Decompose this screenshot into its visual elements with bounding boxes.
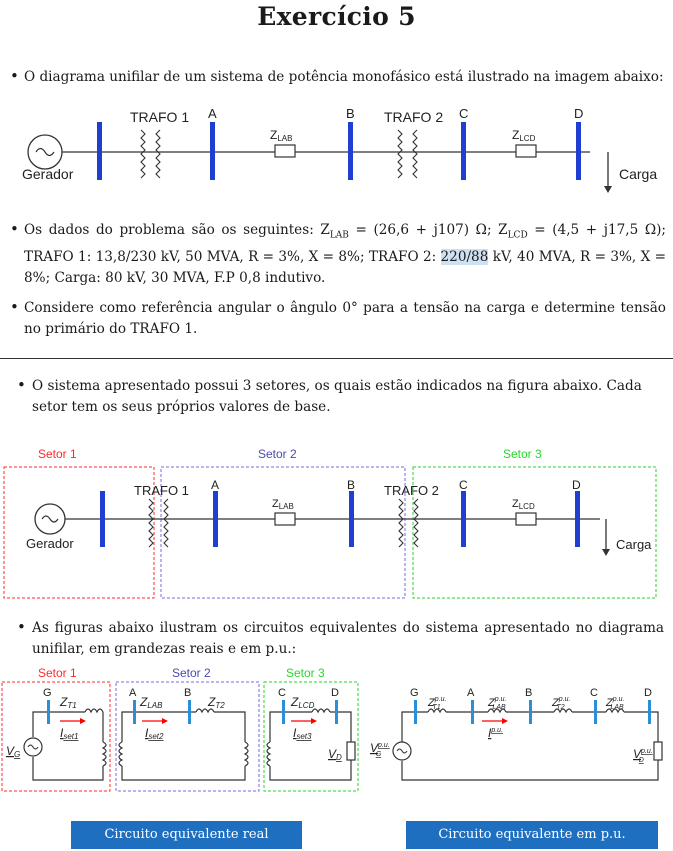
bus-d-label: D — [574, 106, 583, 121]
generator-label: Gerador — [26, 536, 74, 551]
trafo-1-primary — [140, 129, 146, 179]
bus-c-label: C — [459, 106, 468, 121]
svg-text:Zp.u.LAB: Zp.u.LAB — [605, 696, 624, 711]
bullet: • — [17, 618, 26, 636]
svg-text:Iset2: Iset2 — [145, 726, 164, 741]
divider — [0, 358, 673, 359]
bus-b-label: B — [347, 478, 355, 492]
real-circuit-button[interactable]: Circuito equivalente real — [71, 821, 302, 849]
bullet: • — [10, 220, 19, 238]
svg-text:ZT2: ZT2 — [207, 695, 225, 710]
svg-text:Ip.u.: Ip.u. — [488, 726, 503, 740]
svg-text:G: G — [410, 687, 419, 699]
paragraph-4: O sistema apresentado possui 3 setores, … — [32, 378, 642, 415]
bus-c — [461, 122, 466, 180]
bus-a — [210, 122, 215, 180]
svg-text:Iset3: Iset3 — [293, 726, 312, 741]
zlcd-resistor — [515, 144, 537, 158]
svg-text:A: A — [129, 687, 137, 699]
bullet: • — [17, 376, 26, 394]
load-label: Carga — [619, 166, 657, 182]
sector-1-box — [3, 466, 155, 599]
sector-3-box — [412, 466, 657, 599]
svg-text:ZT1: ZT1 — [59, 695, 77, 710]
load-label: Carga — [616, 537, 652, 552]
svg-text:D: D — [644, 687, 652, 699]
real-sector-1-box — [1, 681, 111, 792]
svg-text:VG: VG — [6, 744, 20, 759]
svg-text:A: A — [467, 687, 475, 699]
trafo-2-primary — [397, 129, 403, 179]
svg-text:Zp.u.T2: Zp.u.T2 — [551, 696, 570, 711]
sector-1-label: Setor 1 — [38, 666, 77, 680]
sector-2-box — [160, 466, 406, 599]
paragraph-3: Considere como referência angular o ângu… — [24, 300, 666, 337]
trafo-1-label: TRAFO 1 — [134, 483, 189, 498]
equivalent-circuits: Setor 1 Setor 2 Setor 3 G ZT1 Iset1 VG A… — [1, 666, 663, 792]
bus-d — [576, 122, 581, 180]
bullet: • — [10, 298, 19, 316]
svg-text:Vp.u.G: Vp.u.G — [370, 741, 390, 758]
trafo-2-label: TRAFO 2 — [384, 483, 439, 498]
pu-circuit-button[interactable]: Circuito equivalente em p.u. — [406, 821, 658, 849]
bus-d — [575, 491, 580, 547]
bus-b-label: B — [346, 106, 355, 121]
highlighted-text: 220/88 — [440, 248, 489, 265]
zlab-label: ZLAB — [272, 498, 294, 511]
sector-3-label: Setor 3 — [503, 447, 542, 461]
bus-b — [349, 491, 354, 547]
bus-a-label: A — [208, 106, 217, 121]
bus-g — [97, 122, 102, 180]
bus-c — [461, 491, 466, 547]
generator-label: Gerador — [22, 166, 74, 182]
trafo-2-label: TRAFO 2 — [384, 109, 443, 125]
bus-a — [213, 491, 218, 547]
sector-2-label: Setor 2 — [258, 447, 297, 461]
svg-text:Iset1: Iset1 — [60, 726, 78, 741]
svg-text:Zp.u.LAB: Zp.u.LAB — [487, 696, 506, 711]
sector-diagram: Setor 1 Setor 2 Setor 3 Gerador TRAFO 1 … — [3, 447, 657, 599]
load-arrow — [602, 549, 610, 556]
bus-c-label: C — [459, 478, 468, 492]
page-title: Exercício 5 — [257, 2, 416, 31]
svg-text:B: B — [184, 687, 191, 699]
paragraph-1: O diagrama unifilar de um sistema de pot… — [24, 69, 664, 85]
trafo-1-label: TRAFO 1 — [130, 109, 189, 125]
svg-text:G: G — [43, 687, 52, 699]
svg-text:VD: VD — [328, 747, 342, 762]
bus-g — [100, 491, 105, 547]
trafo-2-secondary — [412, 129, 418, 179]
real-sector-3-box — [263, 681, 359, 792]
bus-b — [348, 122, 353, 180]
bus-d-label: D — [572, 478, 581, 492]
sector-1-label: Setor 1 — [38, 447, 77, 461]
sector-2-label: Setor 2 — [172, 666, 211, 680]
zlcd-label: ZLCD — [512, 498, 535, 511]
bus-a-label: A — [211, 478, 219, 492]
svg-text:ZLCD: ZLCD — [290, 695, 315, 710]
svg-text:B: B — [525, 687, 532, 699]
zlab-label: ZLAB — [270, 128, 292, 143]
paragraph-2: Os dados do problema são os seguintes: Z… — [24, 222, 666, 286]
svg-text:ZLAB: ZLAB — [139, 695, 163, 710]
trafo-1-secondary — [155, 129, 161, 179]
svg-text:Vp.u.D: Vp.u.D — [633, 747, 653, 764]
paragraph-5: As figuras abaixo ilustram os circuitos … — [32, 620, 664, 657]
svg-text:C: C — [590, 687, 598, 699]
load-arrow — [604, 186, 612, 193]
zlcd-label: ZLCD — [512, 128, 536, 143]
real-sector-2-box — [115, 681, 260, 792]
bullet: • — [10, 67, 19, 85]
zlab-resistor — [274, 144, 296, 158]
single-line-diagram: TRAFO 1 A ZLAB B TRAFO 2 C ZLCD D Carga … — [22, 106, 657, 193]
svg-text:Zp.u.T1: Zp.u.T1 — [427, 696, 446, 711]
svg-text:C: C — [278, 687, 286, 699]
svg-text:D: D — [331, 687, 339, 699]
sector-3-label: Setor 3 — [286, 666, 325, 680]
